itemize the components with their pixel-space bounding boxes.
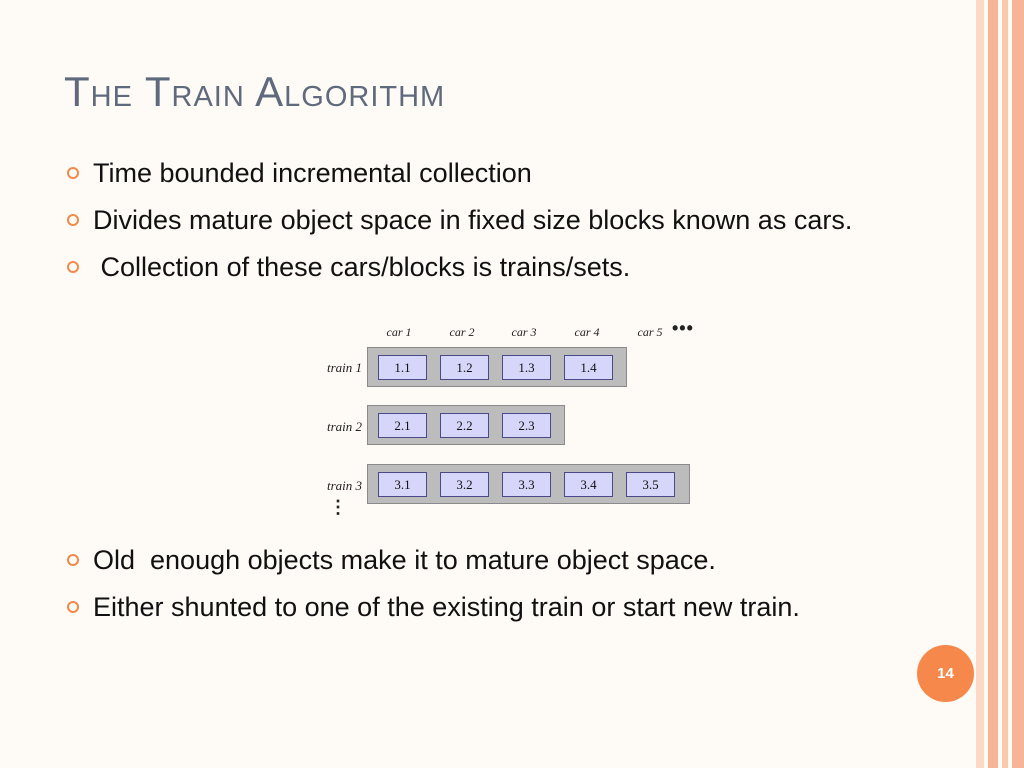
- car-block: 3.3: [502, 472, 551, 497]
- car-block: 3.1: [378, 472, 427, 497]
- bullet-item: Collection of these cars/blocks is train…: [64, 245, 944, 289]
- train-label: train 3: [326, 478, 362, 493]
- bullet-ring-icon: [67, 214, 79, 226]
- car-block: 3.5: [626, 472, 675, 497]
- bullet-text: Time bounded incremental collection: [93, 158, 532, 188]
- bullet-item: Time bounded incremental collection: [64, 151, 944, 195]
- bullet-ring-icon: [67, 554, 79, 566]
- bullet-ring-icon: [67, 167, 79, 179]
- bullet-item: Either shunted to one of the existing tr…: [64, 585, 944, 629]
- train-box: 1.1 1.2 1.3 1.4: [367, 347, 627, 387]
- train-diagram: car 1 car 2 car 3 car 4 car 5 ••• train …: [310, 318, 710, 527]
- bullet-text: Collection of these cars/blocks is train…: [93, 252, 631, 282]
- stripe: [988, 0, 998, 768]
- train-box: 3.1 3.2 3.3 3.4 3.5: [367, 464, 690, 504]
- bullet-ring-icon: [67, 261, 79, 273]
- car-block: 1.3: [502, 355, 551, 380]
- car-block: 2.1: [378, 413, 427, 438]
- bullet-text: Old enough objects make it to mature obj…: [93, 545, 716, 575]
- car-header: car 4: [574, 325, 600, 339]
- slide-title: The Train Algorithm: [64, 68, 446, 115]
- car-block: 1.4: [564, 355, 613, 380]
- car-block: 2.2: [440, 413, 489, 438]
- decorative-stripes: [976, 0, 1024, 768]
- bullet-item: Divides mature object space in fixed siz…: [64, 198, 944, 242]
- car-block: 1.2: [440, 355, 489, 380]
- more-trains-glyph: ⋮: [329, 497, 347, 517]
- train-label: train 2: [326, 419, 362, 434]
- car-block: 1.1: [378, 355, 427, 380]
- bullet-list-bottom: Old enough objects make it to mature obj…: [64, 538, 944, 632]
- train-box: 2.1 2.2 2.3: [367, 405, 565, 445]
- more-cars-ellipsis: •••: [672, 318, 694, 338]
- more-trains-ellipsis: ⋮: [329, 498, 347, 516]
- bullet-list-top: Time bounded incremental collection Divi…: [64, 151, 944, 292]
- car-header: car 2: [449, 325, 475, 339]
- stripe: [1012, 0, 1024, 768]
- car-block: 3.2: [440, 472, 489, 497]
- bullet-text: Divides mature object space in fixed siz…: [93, 205, 853, 235]
- bullet-ring-icon: [67, 601, 79, 613]
- train-label: train 1: [326, 360, 362, 375]
- page-number-badge: 14: [917, 645, 974, 702]
- bullet-item: Old enough objects make it to mature obj…: [64, 538, 944, 582]
- bullet-text: Either shunted to one of the existing tr…: [93, 592, 800, 622]
- car-block: 3.4: [564, 472, 613, 497]
- stripe: [1002, 0, 1008, 768]
- car-header: car 3: [511, 325, 537, 339]
- stripe: [976, 0, 984, 768]
- car-block: 2.3: [502, 413, 551, 438]
- car-header: car 1: [386, 325, 412, 339]
- car-header: car 5: [637, 325, 663, 339]
